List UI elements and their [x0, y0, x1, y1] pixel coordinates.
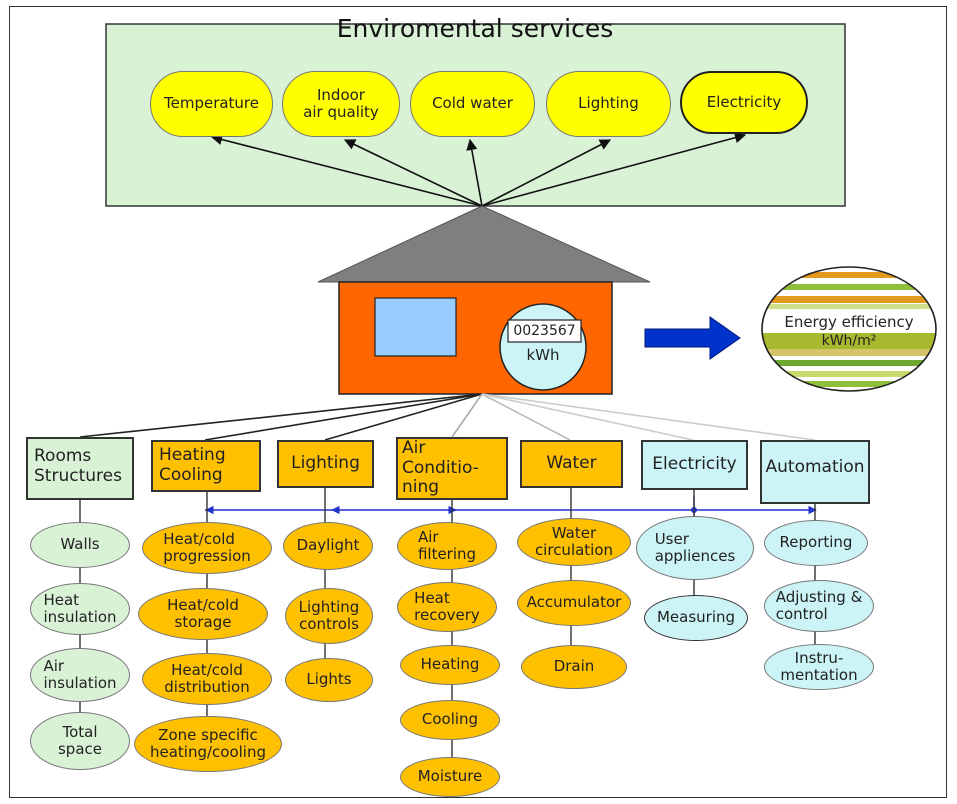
category-lighting: Lighting [277, 440, 374, 488]
house-roof [317, 205, 651, 283]
category-electricity: Electricity [641, 440, 748, 490]
category-heating-cooling: Heating Cooling [151, 440, 261, 492]
item-heat-cold-storage: Heat/cold storage [138, 588, 268, 640]
arrow-cold-water [466, 138, 483, 207]
meter-unit: kWh [526, 346, 560, 365]
arrow-indoor-air-quality [343, 139, 483, 207]
item-reporting: Reporting [764, 520, 868, 566]
item-walls: Walls [30, 522, 130, 568]
item-water-circulation: Water circulation [517, 518, 631, 566]
item-lights: Lights [285, 658, 373, 702]
item-heat-recovery: Heat recovery [397, 582, 497, 632]
efficiency-badge [761, 266, 937, 392]
item-moisture: Moisture [400, 757, 500, 797]
item-zone-specific-heating-cooling: Zone specific heating/cooling [134, 716, 282, 772]
category-water: Water [520, 440, 623, 488]
category-air-conditioning: Air Conditio- ning [396, 437, 508, 500]
item-heat-insulation: Heat insulation [30, 583, 130, 635]
item-user-appliences: User appliences [636, 516, 754, 580]
item-daylight: Daylight [283, 522, 373, 570]
efficiency-label: Energy efficiency [784, 313, 914, 332]
category-rooms-structures: Rooms Structures [26, 437, 134, 500]
item-heat-cold-progression: Heat/cold progression [142, 522, 272, 574]
item-lighting-controls: Lighting controls [285, 588, 373, 644]
item-instrumentation: Instru- mentation [764, 644, 874, 690]
service-lighting: Lighting [546, 71, 671, 137]
item-measuring: Measuring [644, 595, 748, 641]
service-temperature: Temperature [150, 71, 273, 137]
bus-connector [205, 496, 817, 520]
efficiency-unit: kWh/m² [821, 332, 877, 349]
service-cold-water: Cold water [410, 71, 535, 137]
arrow-temperature [210, 134, 483, 207]
efficiency-arrow [644, 316, 741, 360]
category-links [79, 393, 816, 441]
item-adjusting-control: Adjusting & control [764, 580, 874, 632]
item-heating: Heating [400, 645, 500, 685]
item-air-insulation: Air insulation [30, 648, 130, 702]
item-drain: Drain [521, 645, 627, 689]
category-automation: Automation [760, 440, 870, 504]
meter-display [507, 319, 582, 343]
efficiency-badge-bg [762, 267, 936, 391]
item-cooling: Cooling [400, 700, 500, 740]
item-heat-cold-distribution: Heat/cold distribution [142, 653, 272, 705]
arrow-electricity [481, 132, 747, 207]
item-accumulator: Accumulator [517, 580, 631, 626]
meter-reading: 0023567 [513, 322, 576, 339]
arrow-lighting [481, 139, 611, 207]
services-title: Enviromental services [336, 14, 614, 43]
item-air-filtering: Air filtering [397, 522, 497, 570]
diagram-frame [9, 6, 947, 798]
house-window [374, 297, 457, 357]
service-arrows [210, 132, 747, 207]
service-electricity: Electricity [680, 71, 808, 134]
item-total-space: Total space [30, 712, 130, 770]
service-indoor-air-quality: Indoor air quality [282, 71, 400, 137]
